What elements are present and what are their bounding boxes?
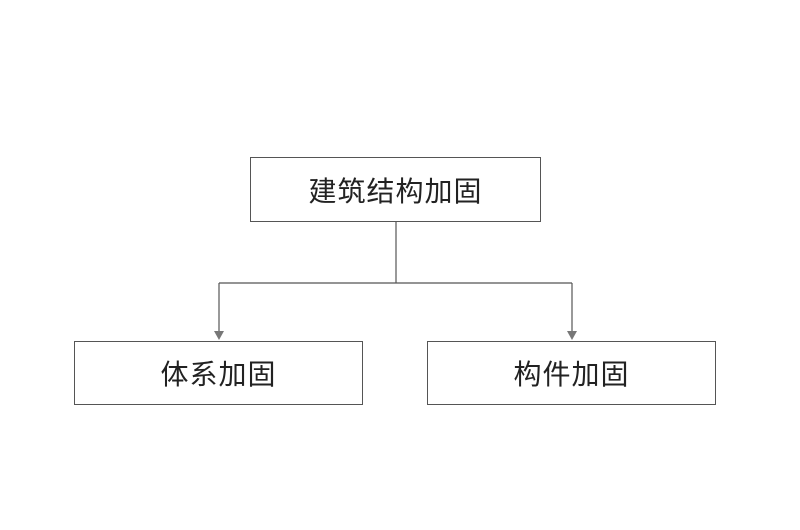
arrow-right-icon (567, 331, 577, 340)
node-child-system-label: 体系加固 (160, 358, 277, 391)
node-root-label: 建筑结构加固 (308, 174, 483, 208)
node-child-component: 构件加固 (427, 341, 716, 405)
node-child-component-label: 构件加固 (513, 358, 630, 391)
arrow-left-icon (214, 331, 224, 340)
node-root: 建筑结构加固 (250, 157, 541, 222)
node-child-system: 体系加固 (74, 341, 363, 405)
